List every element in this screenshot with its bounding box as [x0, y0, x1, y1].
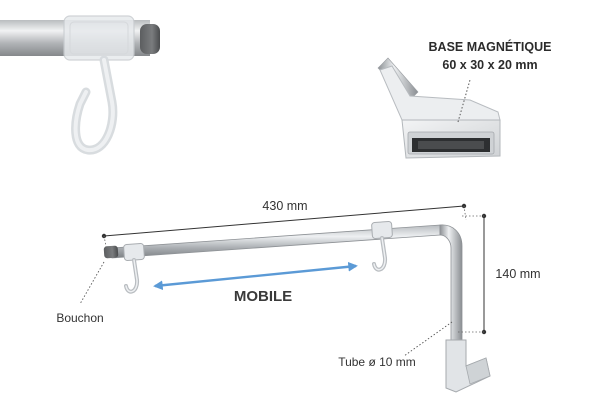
end-cap: [103, 245, 119, 259]
base-title-label: BASE MAGNÉTIQUE: [429, 39, 552, 54]
height-dimension: [458, 213, 487, 335]
mobile-arrow: [153, 261, 358, 291]
mobile-label: MOBILE: [234, 288, 292, 305]
left-hook: [123, 243, 145, 294]
closeup-tube-with-hook: [0, 15, 160, 155]
main-magnetic-base: [445, 339, 491, 393]
length-label: 430 mm: [262, 199, 307, 213]
horizontal-tube: [111, 224, 463, 341]
length-dimension: [101, 203, 467, 247]
height-label: 140 mm: [495, 267, 540, 281]
bouchon-leader: [79, 261, 105, 305]
tube-leader: [403, 321, 453, 357]
base-dims-label: 60 x 30 x 20 mm: [442, 58, 537, 72]
right-hook: [371, 221, 393, 272]
magnetic-base-closeup: [377, 57, 501, 159]
bouchon-label: Bouchon: [56, 311, 103, 325]
tube-label: Tube ø 10 mm: [338, 355, 416, 369]
